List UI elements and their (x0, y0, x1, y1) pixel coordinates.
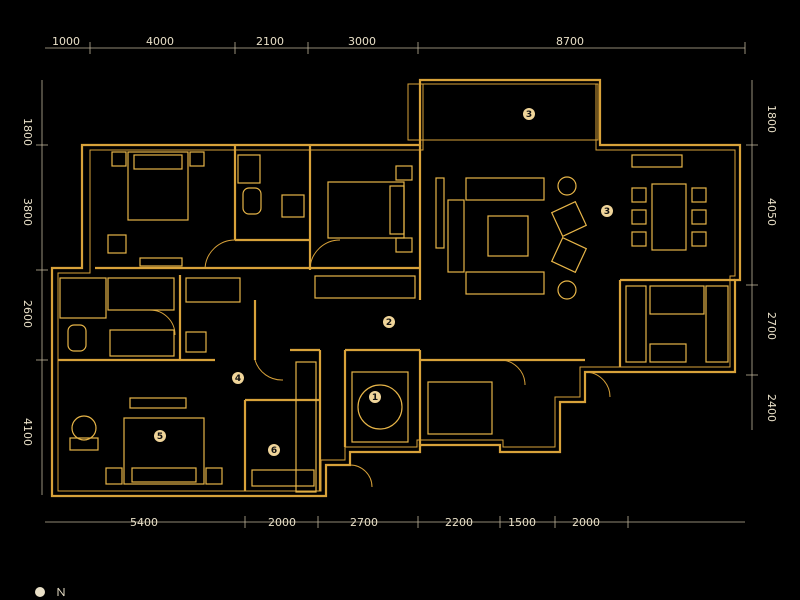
dining-table (651, 183, 687, 251)
top-dim-5: 8700 (556, 35, 584, 48)
top-dim-3: 2100 (256, 35, 284, 48)
furniture (59, 151, 729, 493)
sofa-left (447, 199, 465, 273)
right-dim-4: 2400 (765, 394, 778, 422)
room-marker-1: 1 (372, 393, 378, 403)
bottom-dim-4: 2200 (445, 516, 473, 529)
left-dim-4: 4100 (21, 418, 34, 446)
entrance-feature (351, 371, 409, 443)
room-marker-5: 5 (157, 432, 163, 442)
top-dimensions: 1000 4000 2100 3000 8700 (52, 35, 584, 48)
room-marker-2: 2 (386, 318, 392, 328)
top-dim-2: 4000 (146, 35, 174, 48)
bathtub (107, 277, 175, 311)
right-dim-1: 1800 (765, 105, 778, 133)
balcony (407, 83, 599, 141)
right-dim-2: 4050 (765, 198, 778, 226)
right-dim-3: 2700 (765, 312, 778, 340)
bed-bottom-left (123, 417, 205, 485)
toilet-upper (242, 187, 262, 215)
coffee-table (487, 215, 529, 257)
bottom-dim-5: 1500 (508, 516, 536, 529)
bottom-dim-3: 2700 (350, 516, 378, 529)
room-marker-3-balcony: 3 (526, 110, 532, 120)
right-dimensions: 1800 4050 2700 2400 (765, 105, 778, 422)
left-dimensions: 1800 3800 2600 4100 (21, 118, 34, 446)
top-dim-1: 1000 (52, 35, 80, 48)
bottom-dim-1: 5400 (130, 516, 158, 529)
top-dim-4: 3000 (348, 35, 376, 48)
bed-top-left (127, 151, 189, 221)
sofa-top (465, 177, 545, 201)
toilet-lower (67, 324, 87, 352)
left-dim-1: 1800 (21, 118, 34, 146)
room-markers: 1 2 3 3 4 5 6 (154, 108, 613, 456)
dimension-lines (36, 42, 758, 528)
exterior-wall (50, 78, 742, 498)
left-dim-3: 2600 (21, 300, 34, 328)
kitchen-counter (625, 285, 647, 363)
left-dim-2: 3800 (21, 198, 34, 226)
bottom-dimensions: 5400 2000 2700 2200 1500 2000 (130, 516, 600, 529)
bed-top-middle (327, 181, 405, 239)
elevator (427, 381, 493, 435)
wardrobe-room-6 (251, 469, 315, 487)
bottom-dim-6: 2000 (572, 516, 600, 529)
room-marker-3-living: 3 (604, 207, 610, 217)
north-arrow-icon (35, 587, 65, 597)
walls (50, 78, 742, 498)
room-marker-4: 4 (235, 374, 241, 384)
sofa-bottom (465, 271, 545, 295)
bottom-dim-2: 2000 (268, 516, 296, 529)
room-marker-6: 6 (271, 446, 277, 456)
